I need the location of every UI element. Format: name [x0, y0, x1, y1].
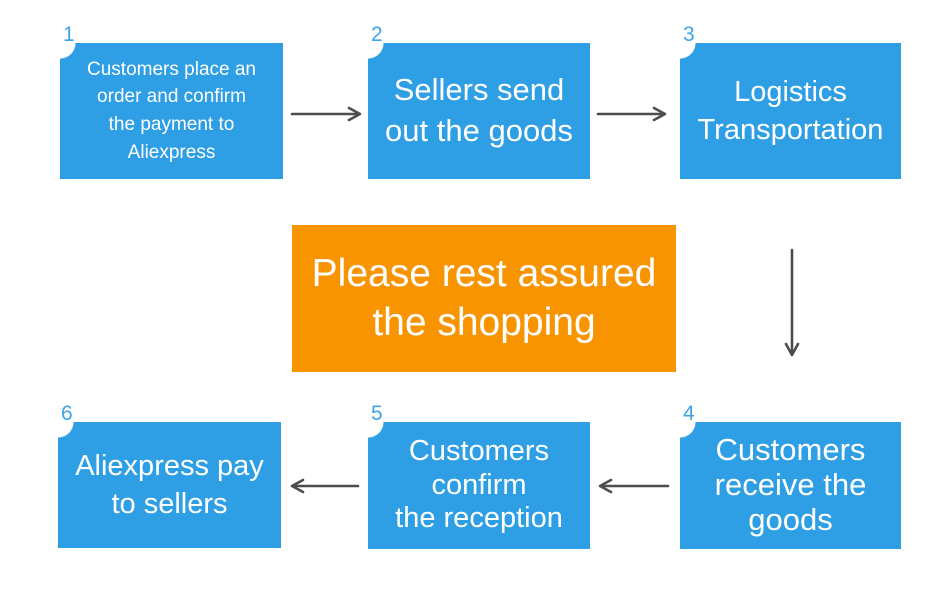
step-number-6: 6: [61, 402, 73, 425]
step-label-1: Customers place an order and confirm the…: [87, 58, 256, 163]
step-number-2: 2: [371, 23, 383, 46]
step-box-5: 5 Customers confirm the reception: [368, 403, 590, 549]
arrow-step4-to-step5-icon: [598, 478, 670, 494]
arrow-step3-to-step4-icon: [784, 248, 800, 357]
step-label-3: Logistics Transportation: [697, 75, 884, 146]
step-label-4: Customers receive the goods: [714, 432, 867, 537]
step-number-4: 4: [683, 402, 695, 425]
step-box-1: 1 Customers place an order and confirm t…: [60, 24, 283, 179]
center-banner-label: Please rest assured the shopping: [311, 251, 657, 344]
step-label-2: Sellers send out the goods: [385, 72, 573, 148]
center-banner: Please rest assured the shopping: [292, 225, 676, 372]
step-number-1: 1: [63, 23, 75, 46]
step-box-3: 3 Logistics Transportation: [680, 24, 901, 179]
arrow-step2-to-step3-icon: [596, 106, 667, 122]
step-number-3: 3: [683, 23, 695, 46]
step-label-6: Aliexpress pay to sellers: [75, 449, 264, 520]
arrow-step1-to-step2-icon: [290, 106, 362, 122]
step-box-4: 4 Customers receive the goods: [680, 403, 901, 549]
step-box-2: 2 Sellers send out the goods: [368, 24, 590, 179]
step-box-6: 6 Aliexpress pay to sellers: [58, 403, 281, 548]
step-number-5: 5: [371, 402, 383, 425]
arrow-step5-to-step6-icon: [290, 478, 360, 494]
step-label-5: Customers confirm the reception: [395, 435, 563, 535]
